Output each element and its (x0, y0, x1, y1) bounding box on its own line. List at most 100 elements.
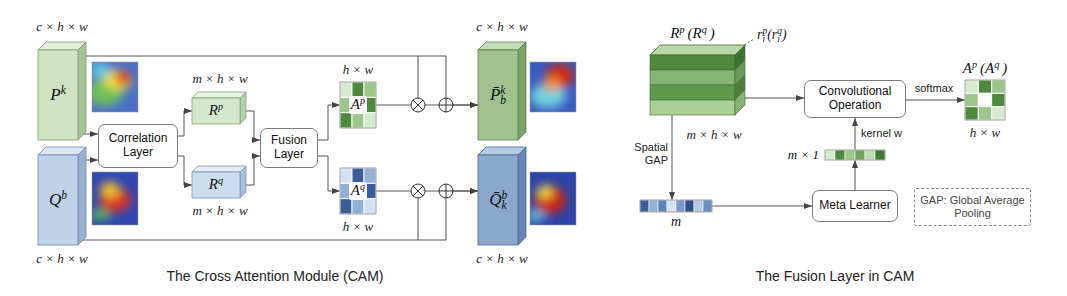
node-label: R (209, 176, 218, 192)
attention-map: Aq (340, 168, 376, 214)
node-label: q (702, 24, 707, 35)
node-text: GAP: Global Average Pooling (920, 194, 1025, 219)
node-label: (R (688, 25, 702, 41)
node-label: Meta Learner (819, 198, 890, 212)
node-label: p (679, 24, 684, 35)
label-text: ) (782, 27, 787, 42)
fusion-layer-box: Fusion Layer (260, 128, 318, 168)
node-label: P (50, 85, 60, 104)
figure-caption: The Fusion Layer in CAM (756, 268, 915, 284)
node-text: Meta Learner (819, 199, 890, 213)
grid-frame (340, 168, 376, 214)
label-text: i (762, 34, 765, 44)
heatmap (92, 172, 138, 225)
slab-top (192, 166, 246, 172)
grid-cell (352, 168, 364, 183)
connector (376, 105, 478, 106)
slab-side (240, 166, 246, 198)
correlation-layer-box: Correlation Layer (98, 124, 178, 168)
node-label: Q̄ (489, 190, 501, 209)
correlation-tensor: Rp(Rq) (650, 55, 735, 115)
dimension-label: m × h × w (192, 204, 247, 219)
output-feature-map: Q̄bk (478, 155, 518, 245)
label-text: The Fusion Layer in CAM (756, 268, 915, 284)
correlation-map: Rp (192, 98, 240, 124)
heatmap-frame (530, 62, 576, 112)
add-symbol (439, 98, 453, 112)
cube-stripe (650, 70, 735, 85)
slab-front (38, 155, 78, 245)
grid-cell (364, 82, 376, 97)
slab-top (192, 92, 246, 98)
dimension-label: c × h × w (36, 252, 88, 267)
vector-cell (845, 150, 855, 160)
dimension-label: c × h × w (476, 252, 528, 267)
grid-cell (352, 199, 364, 214)
grid-cell (992, 93, 1005, 106)
slab-side (240, 92, 246, 124)
grid-cell (992, 107, 1005, 120)
dimension-label: m × h × w (192, 72, 247, 87)
node-label: m (671, 214, 681, 229)
convolution-box: Convolutional Operation (804, 80, 906, 118)
heat-blob (100, 182, 120, 198)
dimension-label: h × w (970, 126, 1000, 141)
label-text: c × h × w (36, 251, 88, 266)
cube-stripe (650, 85, 735, 100)
vector-cell (865, 150, 875, 160)
node-label: ) (1002, 60, 1007, 76)
operator-circle (411, 98, 425, 112)
operator-stroke (413, 100, 423, 110)
node-label: k (502, 199, 507, 212)
grid-cell (340, 82, 352, 97)
heatmap (92, 62, 138, 112)
grid-cell (965, 80, 978, 93)
node-label: Q (49, 190, 61, 209)
operator-circle (439, 184, 453, 198)
vector-frame (640, 200, 712, 212)
node-text: Rp(Rq) (670, 25, 715, 42)
connector (178, 111, 192, 136)
grid-cell (364, 199, 376, 214)
label-text: c × h × w (476, 19, 528, 34)
slab-front (478, 155, 518, 245)
label-text: c × h × w (36, 19, 88, 34)
heat-blob (92, 62, 110, 78)
connector (712, 206, 812, 207)
wire (418, 56, 419, 98)
grid-cell (978, 80, 991, 93)
vector-cell (855, 150, 865, 160)
slab-side (78, 42, 86, 140)
multiply-symbol (411, 184, 425, 198)
heatmap-blobs (530, 185, 566, 222)
correlation-map: Rq (192, 172, 240, 198)
multiply-symbol (411, 98, 425, 112)
label-text: r (757, 27, 762, 42)
node-label: (A (980, 60, 994, 76)
slab-front (192, 98, 240, 124)
operator-circle (411, 184, 425, 198)
slab-side (518, 147, 526, 245)
node-label: P̄ (490, 85, 500, 104)
grid-cell (364, 113, 376, 128)
connector (672, 115, 673, 200)
grid-cell (340, 168, 352, 183)
dimension-label: c × h × w (476, 20, 528, 35)
operator-stroke (446, 98, 447, 112)
edge-label: Spatial GAP (620, 141, 668, 166)
label-text: The Cross Attention Module (CAM) (166, 268, 383, 284)
vec-shape (825, 150, 885, 160)
query-feature-map: Qb (38, 155, 78, 245)
slab-side (518, 42, 526, 140)
node-label: ) (710, 25, 715, 41)
node-label: A (351, 182, 360, 198)
heatmap (530, 62, 576, 112)
operator-stroke (446, 184, 447, 198)
connector (855, 118, 856, 150)
operator-stroke (413, 186, 423, 196)
cube-side (735, 90, 745, 115)
wire (418, 198, 419, 240)
label-text: (r (767, 27, 777, 42)
add-symbol (439, 184, 453, 198)
cube-shape (650, 55, 735, 115)
